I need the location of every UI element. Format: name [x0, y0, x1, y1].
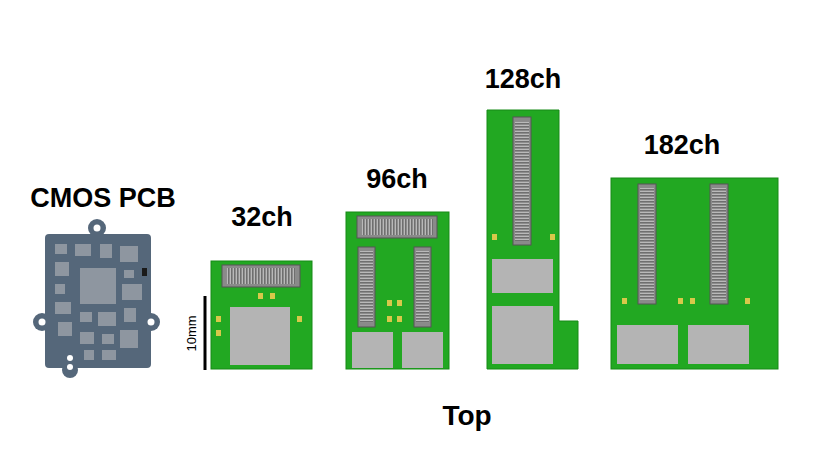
board-128ch: [487, 110, 578, 369]
cmos-pcb: [33, 219, 160, 378]
board-182ch: [611, 178, 778, 369]
board-label: 182ch: [644, 132, 721, 159]
board-label: 32ch: [231, 204, 293, 231]
scale-bar: [204, 296, 207, 370]
board-96ch: [346, 212, 449, 369]
scale-label: 10mm: [185, 315, 198, 351]
view-label: Top: [442, 402, 491, 430]
board-32ch: [211, 261, 312, 369]
board-label: 128ch: [485, 66, 562, 93]
board-label: CMOS PCB: [30, 185, 176, 212]
board-label: 96ch: [366, 166, 428, 193]
